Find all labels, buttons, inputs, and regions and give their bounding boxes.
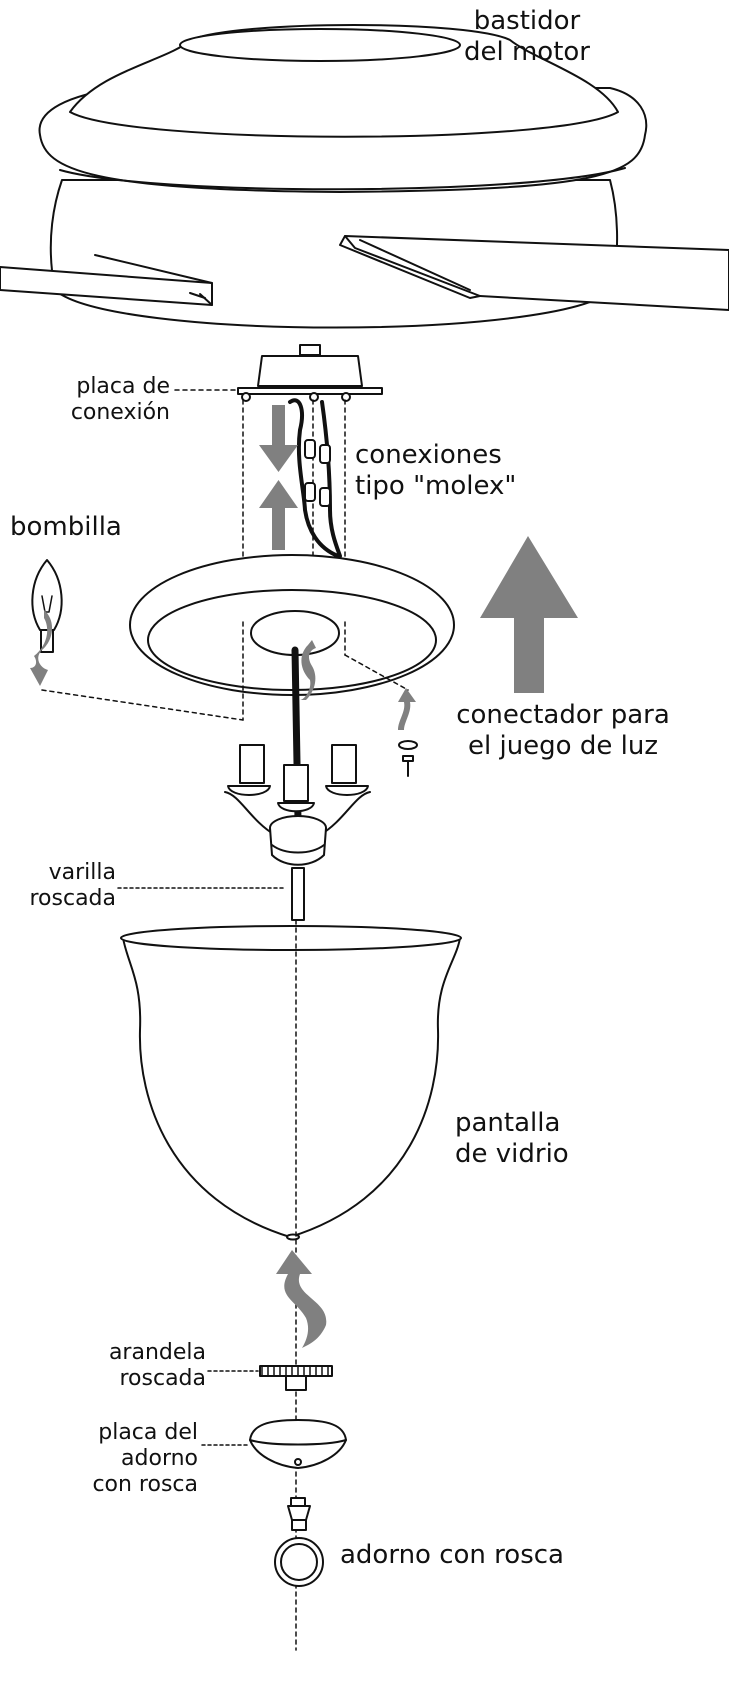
switch-plate bbox=[237, 344, 383, 402]
blade-left bbox=[0, 254, 213, 306]
molex-wires bbox=[288, 398, 342, 558]
finial-plate bbox=[249, 1419, 347, 1469]
label-bulb: bombilla bbox=[10, 512, 122, 542]
alignment-lines-upper bbox=[174, 389, 346, 557]
shade-twist-arrow-icon bbox=[276, 1250, 327, 1348]
light-kit-ring bbox=[129, 554, 455, 696]
label-motor-housing: bastidor del motor bbox=[463, 6, 590, 68]
bulb-twist-arrow-icon bbox=[30, 610, 53, 686]
light-fixture bbox=[224, 646, 371, 921]
label-finial-plate: placa del adorno con rosca bbox=[92, 1420, 198, 1497]
arrow-down-icon bbox=[259, 405, 298, 472]
label-threaded-washer: arandela roscada bbox=[108, 1340, 206, 1391]
glass-shade bbox=[120, 925, 462, 1241]
hub-twist-arrow-icon bbox=[300, 640, 316, 700]
arrow-up-icon bbox=[259, 480, 298, 550]
screw-and-washer bbox=[398, 740, 418, 777]
label-finial: adorno con rosca bbox=[340, 1540, 564, 1570]
label-molex-connections: conexiones tipo "molex" bbox=[355, 440, 517, 502]
label-glass-shade: pantalla de vidrio bbox=[455, 1108, 569, 1170]
blade-right bbox=[339, 235, 729, 311]
label-switch-plate: placa de conexión bbox=[70, 374, 170, 425]
screw-twist-arrow-icon bbox=[398, 688, 416, 730]
threaded-washer bbox=[259, 1365, 333, 1391]
label-threaded-rod: varilla roscada bbox=[29, 860, 116, 911]
finial bbox=[274, 1497, 324, 1587]
label-light-kit-connector: conectador para el juego de luz bbox=[456, 700, 670, 762]
arrows bbox=[30, 405, 578, 1348]
large-arrow-up-icon bbox=[480, 536, 578, 693]
alignment-lines-mid bbox=[41, 621, 409, 721]
